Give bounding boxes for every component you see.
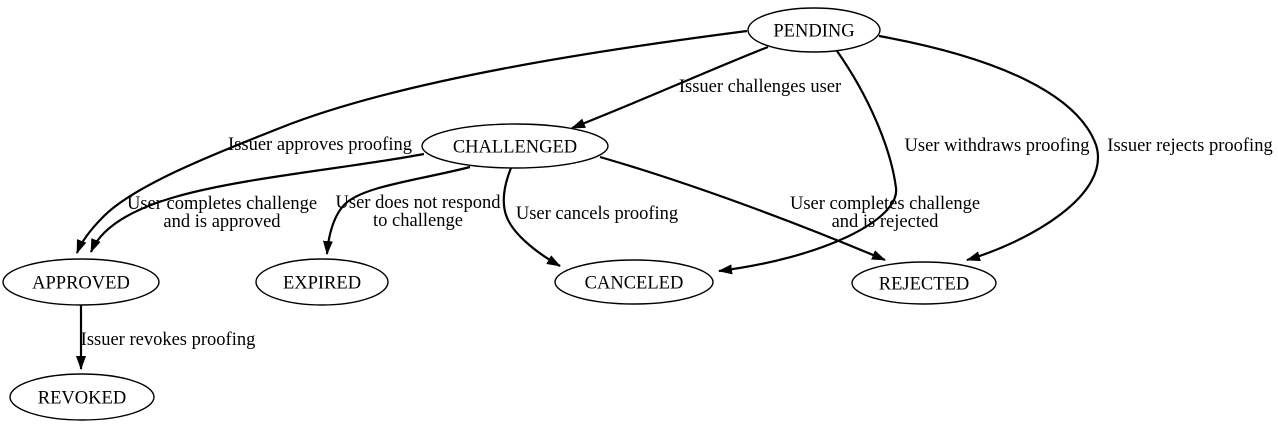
- challenged-ellipse: [421, 123, 609, 169]
- state-node-revoked: REVOKED: [9, 373, 155, 421]
- revoked-ellipse: [9, 373, 155, 421]
- edge-pending-approved: [75, 29, 748, 254]
- state-node-approved: APPROVED: [2, 258, 160, 306]
- rejected-label: REJECTED: [879, 275, 969, 295]
- edge-pending-canceled: [718, 50, 898, 275]
- edge-label-user-completes-challenge-rejected-line2: and is rejected: [832, 212, 940, 232]
- canceled-ellipse: [554, 259, 714, 305]
- state-node-challenged: CHALLENGED: [421, 123, 609, 169]
- edge-challenged-canceled: [502, 167, 561, 267]
- edge-label-issuer-rejects-proofing: Issuer rejects proofing: [1107, 136, 1272, 156]
- edge-label-issuer-challenges-user: Issuer challenges user: [679, 77, 841, 97]
- rejected-ellipse: [851, 261, 997, 305]
- edge-pending-rejected: [878, 34, 1100, 262]
- state-node-pending: PENDING: [747, 7, 881, 53]
- edge-challenged-rejected: [599, 155, 886, 262]
- edge-label-user-completes-challenge-approved-line2: and is approved: [163, 212, 281, 232]
- pending-ellipse: [747, 7, 881, 53]
- edge-challenged-expired: [322, 165, 471, 255]
- edge-label-user-completes-challenge-rejected-line1: User completes challenge: [790, 194, 980, 214]
- state-node-canceled: CANCELED: [554, 259, 714, 305]
- revoked-label: REVOKED: [38, 389, 126, 409]
- edge-label-user-completes-challenge-approved-line1: User completes challenge: [127, 194, 317, 214]
- edge-label-user-does-not-respond-line2: to challenge: [373, 211, 463, 231]
- expired-ellipse: [255, 258, 389, 306]
- edge-label-issuer-revokes-proofing: Issuer revokes proofing: [81, 330, 256, 350]
- approved-label: APPROVED: [32, 274, 130, 294]
- challenged-label: CHALLENGED: [453, 138, 577, 158]
- edge-challenged-approved: [89, 152, 425, 253]
- pending-label: PENDING: [773, 22, 854, 42]
- edge-pending-challenged: [571, 45, 769, 130]
- edge-label-user-withdraws-proofing: User withdraws proofing: [905, 136, 1090, 156]
- canceled-label: CANCELED: [585, 274, 684, 294]
- edge-label-user-does-not-respond-line1: User does not respond: [336, 193, 502, 213]
- approved-ellipse: [2, 258, 160, 306]
- expired-label: EXPIRED: [283, 274, 361, 294]
- state-node-expired: EXPIRED: [255, 258, 389, 306]
- edge-label-user-cancels-proofing: User cancels proofing: [516, 204, 678, 224]
- state-node-rejected: REJECTED: [851, 261, 997, 305]
- edge-label-issuer-approves-proofing: Issuer approves proofing: [228, 135, 412, 155]
